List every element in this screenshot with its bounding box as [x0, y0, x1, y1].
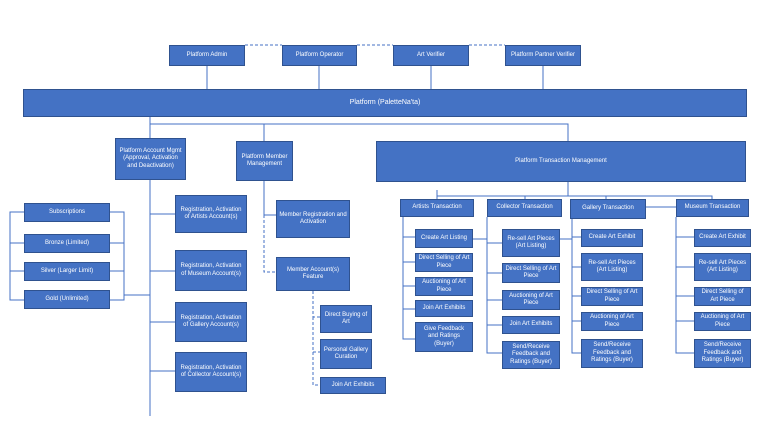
artists-transaction-box: Artists Transaction [400, 199, 474, 217]
register-gallery-box: Registration, Activation of Gallery Acco… [175, 302, 247, 342]
member-registration-box: Member Registration and Activation [276, 200, 350, 238]
platform-partner-verifier-box: Platform Partner Verifier [505, 45, 581, 66]
artists-item-direct-selling: Direct Selling of Art Piece [415, 253, 473, 272]
collector-item-auctioning: Auctioning of Art Piece [502, 290, 560, 310]
artists-item-auctioning: Auctioning of Art Piece [415, 277, 473, 296]
feature-gallery-curation-box: Personal Gallery Curation [320, 339, 372, 369]
feature-join-exhibits-box: Join Art Exhibits [320, 377, 386, 394]
gallery-item-feedback: Send/Receive Feedback and Ratings (Buyer… [581, 339, 643, 368]
collector-item-feedback: Send/Receive Feedback and Ratings (Buyer… [502, 341, 560, 369]
register-artists-box: Registration, Activation of Artists Acco… [175, 195, 247, 233]
feature-direct-buying-box: Direct Buying of Art [320, 305, 372, 333]
collector-transaction-box: Collector Transaction [487, 199, 562, 217]
register-collector-box: Registration, Activation of Collector Ac… [175, 352, 247, 392]
artists-item-create-listing: Create Art Listing [415, 229, 473, 248]
platform-operator-box: Platform Operator [282, 45, 357, 66]
museum-item-auctioning: Auctioning of Art Piece [694, 312, 751, 331]
museum-item-create-exhibit: Create Art Exhibit [694, 229, 751, 247]
gallery-item-direct-selling: Direct Selling of Art Piece [581, 287, 643, 306]
member-features-box: Member Account(s) Feature [276, 257, 350, 291]
transaction-mgmt-box: Platform Transaction Management [376, 141, 746, 182]
platform-admin-box: Platform Admin [169, 45, 245, 66]
gallery-item-create-exhibit: Create Art Exhibit [581, 229, 643, 247]
museum-transaction-box: Museum Transaction [676, 199, 749, 217]
artists-item-join-exhibits: Join Art Exhibits [415, 300, 473, 317]
collector-item-direct-selling: Direct Selling of Art Piece [502, 263, 560, 283]
artists-item-feedback: Give Feedback and Ratings (Buyer) [415, 322, 473, 352]
member-mgmt-box: Platform Member Management [236, 141, 293, 181]
register-museum-box: Registration, Activation of Museum Accou… [175, 250, 247, 291]
subscription-silver-box: Silver (Larger Limit) [24, 262, 110, 281]
subscription-bronze-box: Bronze (Limited) [24, 234, 110, 253]
subscriptions-box: Subscriptions [24, 203, 110, 222]
art-verifier-box: Art Verifier [393, 45, 469, 66]
museum-item-resell: Re-sell Art Pieces (Art Listing) [694, 253, 751, 281]
collector-item-join-exhibits: Join Art Exhibits [502, 316, 560, 334]
gallery-item-resell: Re-sell Art Pieces (Art Listing) [581, 253, 643, 281]
museum-item-feedback: Send/Receive Feedback and Ratings (Buyer… [694, 339, 751, 368]
museum-item-direct-selling: Direct Selling of Art Piece [694, 287, 751, 306]
collector-item-resell: Re-sell Art Pieces (Art Listing) [502, 229, 560, 257]
account-mgmt-box: Platform Account Mgmt (Approval, Activat… [115, 138, 186, 180]
platform-bar: Platform (PaletteNa'ta) [23, 89, 747, 117]
gallery-transaction-box: Gallery Transaction [570, 199, 646, 219]
gallery-item-auctioning: Auctioning of Art Piece [581, 312, 643, 331]
subscription-gold-box: Gold (Unlimited) [24, 290, 110, 309]
